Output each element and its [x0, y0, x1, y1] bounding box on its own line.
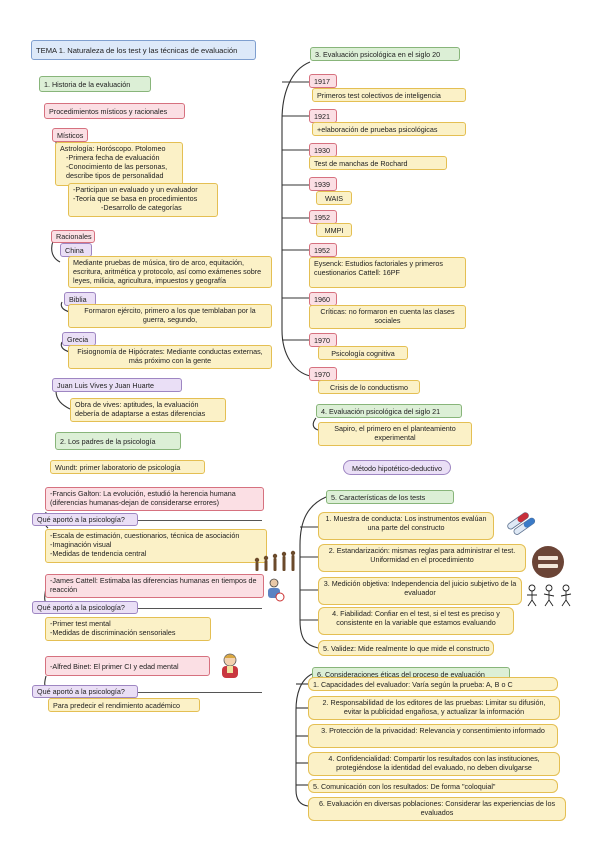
cattell-text: -James Cattell: Estimaba las diferencias… — [45, 574, 264, 598]
galton-contribution-1: -Escala de estimación, cuestionarios, té… — [50, 531, 240, 540]
galton-contribution-2: -Imaginación visual — [50, 540, 112, 549]
ethics-item-4: 4. Confidencialidad: Compartir los resul… — [308, 752, 560, 776]
ethics-item-3: 3. Protección de la privacidad: Relevanc… — [308, 724, 558, 748]
test-tubes-icon — [507, 512, 536, 535]
event-1952-b: Eysenck: Estudios factoriales y primeros… — [309, 257, 466, 288]
test-characteristic-2: 2. Estandarización: mismas reglas para a… — [318, 544, 526, 572]
grecia-text: Fisiognomía de Hipócrates: Mediante cond… — [68, 345, 272, 369]
binet-contribution-1: Para predecir el rendimiento académico — [48, 698, 200, 712]
test-characteristic-4: 4. Fiabilidad: Confiar en el test, si el… — [318, 607, 514, 635]
wundt-text: Wundt: primer laboratorio de psicología — [50, 460, 205, 474]
section-4-heading: 4. Evaluación psicológica del siglo 21 — [316, 404, 462, 418]
test-characteristic-5: 5. Validez: Mide realmente lo que mide e… — [318, 640, 494, 656]
galton-contributions: -Escala de estimación, cuestionarios, té… — [45, 529, 267, 563]
section-3-heading: 3. Evaluación psicológica en el siglo 20 — [310, 47, 460, 61]
year-1970-a: 1970 — [309, 333, 337, 347]
procedures-heading: Procedimientos místicos y racionales — [44, 103, 185, 119]
vives-huarte-label: Juan Luis Vives y Juan Huarte — [52, 378, 182, 392]
test-characteristic-1: 1. Muestra de conducta: Los instrumentos… — [318, 512, 494, 540]
binet-question: Qué aportó a la psicología? — [32, 685, 138, 698]
binet-underline — [32, 692, 262, 693]
year-1952-a: 1952 — [309, 210, 337, 224]
galton-contribution-3: -Medidas de tendencia central — [50, 549, 147, 558]
year-1970-b: 1970 — [309, 367, 337, 381]
section-2-heading: 2. Los padres de la psicología — [55, 432, 181, 450]
misticos-line-2: -Primera fecha de evaluación — [66, 153, 160, 162]
test-characteristic-3: 3. Medición objetiva: Independencia del … — [318, 577, 522, 605]
section-1-heading: 1. Historia de la evaluación — [39, 76, 151, 92]
cattell-question: Qué aportó a la psicología? — [32, 601, 138, 614]
ethics-item-1: 1. Capacidades del evaluador: Varía segú… — [308, 677, 558, 691]
section-4-text: Sapiro, el primero en el planteamiento e… — [318, 422, 472, 446]
event-1921: +elaboración de pruebas psicológicas — [312, 122, 466, 136]
cattell-contributions: -Primer test mental -Medidas de discrimi… — [45, 617, 211, 641]
person-clock-icon — [268, 578, 285, 602]
galton-text: -Francis Galton: La evolución, estudió l… — [45, 487, 264, 511]
misticos-line-1: Astrología: Horóscopo. Ptolomeo — [60, 144, 166, 153]
equals-sign-icon — [532, 546, 564, 578]
biblia-text: Formaron ejército, primero a los que tem… — [68, 304, 272, 328]
event-1970-b: Crisis de lo conductismo — [318, 380, 420, 394]
year-1930: 1930 — [309, 143, 337, 157]
year-1960: 1960 — [309, 292, 337, 306]
year-1939: 1939 — [309, 177, 337, 191]
ethics-item-5: 5. Comunicación con los resultados: De f… — [308, 779, 558, 793]
misticos-line-5: -Participan un evaluado y un evaluador — [73, 185, 198, 194]
year-1952-b: 1952 — [309, 243, 337, 257]
event-1917: Primeros test colectivos de inteligencia — [312, 88, 466, 102]
misticos-label: Místicos — [52, 128, 88, 142]
racionales-label: Racionales — [51, 230, 95, 243]
vives-text: Obra de vives: aptitudes, la evaluación … — [70, 398, 226, 422]
misticos-box: Astrología: Horóscopo. Ptolomeo -Primera… — [55, 142, 183, 186]
grecia-label: Grecia — [62, 332, 96, 346]
galton-question: Qué aportó a la psicología? — [32, 513, 138, 526]
stick-figures-icon — [527, 584, 572, 607]
cattell-contribution-2: -Medidas de discriminación sensoriales — [50, 628, 176, 637]
event-1960: Críticas: no formaron en cuenta las clas… — [309, 305, 466, 329]
event-1939: WAIS — [316, 191, 352, 205]
year-1917: 1917 — [309, 74, 337, 88]
china-label: China — [60, 243, 92, 257]
misticos-line-3: -Conocimiento de las personas, — [66, 162, 168, 171]
cattell-underline — [32, 608, 262, 609]
misticos-line-4: describe tipos de personalidad — [66, 171, 164, 180]
china-text: Mediante pruebas de música, tiro de arco… — [68, 256, 272, 288]
misticos-line-7: -Desarrollo de categorías — [101, 203, 182, 212]
cattell-contribution-1: -Primer test mental — [50, 619, 111, 628]
method-label: Método hipotético-deductivo — [343, 460, 451, 475]
event-1952-a: MMPI — [316, 223, 352, 237]
event-1930: Test de manchas de Rochard — [309, 156, 447, 170]
event-1970-a: Psicología cognitiva — [318, 346, 408, 360]
ethics-item-6: 6. Evaluación en diversas poblaciones: C… — [308, 797, 566, 821]
ethics-item-2: 2. Responsabilidad de los editores de la… — [308, 696, 560, 720]
page-title: TEMA 1. Naturaleza de los test y las téc… — [31, 40, 256, 60]
evolution-icon — [254, 550, 296, 571]
section-5-heading: 5. Características de los tests — [326, 490, 454, 504]
misticos-line-6: -Teoría que se basa en procedimientos — [73, 194, 198, 203]
galton-underline — [32, 520, 262, 521]
binet-portrait-icon — [222, 653, 238, 678]
binet-text: -Alfred Binet: El primer CI y edad menta… — [45, 656, 210, 676]
year-1921: 1921 — [309, 109, 337, 123]
misticos-extra-box: -Participan un evaluado y un evaluador -… — [68, 183, 218, 217]
